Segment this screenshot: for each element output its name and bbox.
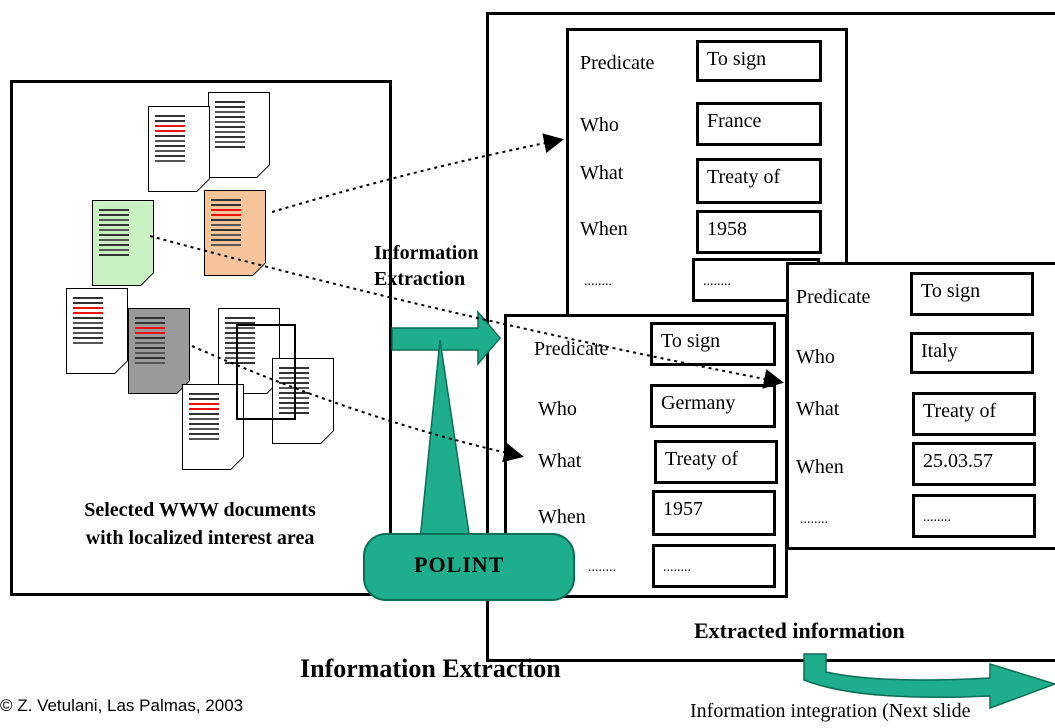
dotted-arrow — [272, 140, 560, 212]
diagram-title: Information Extraction — [300, 654, 561, 684]
dotted-arrow — [192, 346, 520, 456]
arrow-label: Information Extraction — [374, 240, 478, 292]
copyright-text: © Z. Vetulani, Las Palmas, 2003 — [0, 696, 243, 716]
next-note: Information integration (Next slide — [690, 700, 970, 723]
polint-label: POLINT — [414, 552, 504, 578]
polint-pointer — [420, 340, 470, 540]
